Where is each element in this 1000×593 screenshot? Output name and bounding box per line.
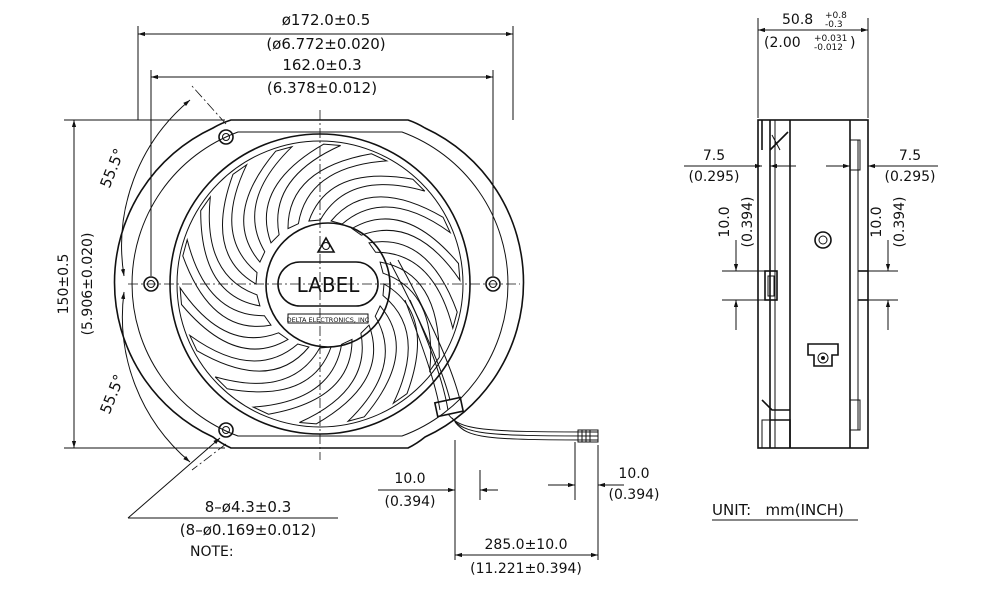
flange-left-mm: 7.5 [703,148,725,164]
dim-hole-spacing-mm: 162.0±0.3 [282,56,361,74]
depth-inch: (2.00 [764,35,801,51]
impeller-blade [351,218,461,283]
impeller-blade [346,304,397,423]
wire-length-mm: 285.0±10.0 [485,537,568,553]
label-brand: DELTA ELECTRONICS, INC [287,316,370,324]
strip-right-mm: 10.0 [618,466,649,482]
impeller-blade [299,324,375,425]
strip-left-inch: (0.394) [384,494,435,510]
depth-tol-plus: +0.8 [825,11,847,21]
impeller-blade [368,241,458,331]
dim-height-mm: 150±0.5 [56,254,72,315]
slot-right-mm: 10.0 [869,206,885,237]
flange-right-inch: (0.295) [884,169,935,185]
angle-bottom: 55.5° [96,372,128,417]
depth-tol-minus: -0.3 [825,20,843,30]
impeller-blade [265,143,341,244]
dim-outer-diameter-inch: (ø6.772±0.020) [266,35,385,53]
impeller-blade [222,163,258,285]
label-text: LABEL [297,273,361,297]
holes-mm: 8–ø4.3±0.3 [205,498,292,516]
unit-note: UNIT: mm(INCH) [712,501,858,521]
impeller-blade [243,145,294,264]
strip-right-inch: (0.394) [608,487,659,503]
slot-right-inch: (0.394) [892,196,908,247]
hub [265,222,391,348]
lead-wires [389,259,599,443]
dim-hole-spacing-inch: (6.378±0.012) [267,79,377,97]
dim-outer-diameter-mm: ø172.0±0.5 [282,11,371,29]
lead-wire-dims: 10.0 (0.394) 10.0 (0.394) 285.0±10.0 (11… [378,440,660,577]
unit-text: UNIT: mm(INCH) [712,501,844,519]
impeller-blade [287,153,389,230]
strip-left-mm: 10.0 [394,471,425,487]
slot-left-mm: 10.0 [717,206,733,237]
label-sticker: LABEL DELTA ELECTRONICS, INC [277,236,379,324]
impeller-blade [251,338,353,415]
impeller-blade [382,283,418,405]
side-view: 50.8 +0.8 -0.3 (2.00 +0.031 -0.012 ) 7.5… [684,11,938,449]
mounting-holes [143,129,501,438]
angle-top: 55.5° [96,146,128,191]
impeller-blade [308,175,426,222]
impeller-blade [188,333,310,372]
wire-length-inch: (11.221±0.394) [470,561,582,577]
flange-right-mm: 7.5 [899,148,921,164]
front-view: LABEL DELTA ELECTRONICS, INC [56,11,599,560]
depth-mm: 50.8 [782,12,813,28]
slot-left-inch: (0.394) [740,196,756,247]
dim-height-inch: (5.906±0.020) [80,233,96,336]
impeller-blade [200,195,261,307]
holes-inch: (8–ø0.169±0.012) [180,521,316,539]
flange-left-inch: (0.295) [688,169,739,185]
impeller-blade [214,346,332,393]
depth-inch-tol-minus: -0.012 [814,43,843,53]
note-label: NOTE: [190,544,234,560]
depth-inch-tol-plus: +0.031 [814,34,847,44]
impeller-blade [330,196,452,235]
impeller-blade [179,285,289,350]
depth-inch-close: ) [850,35,855,51]
